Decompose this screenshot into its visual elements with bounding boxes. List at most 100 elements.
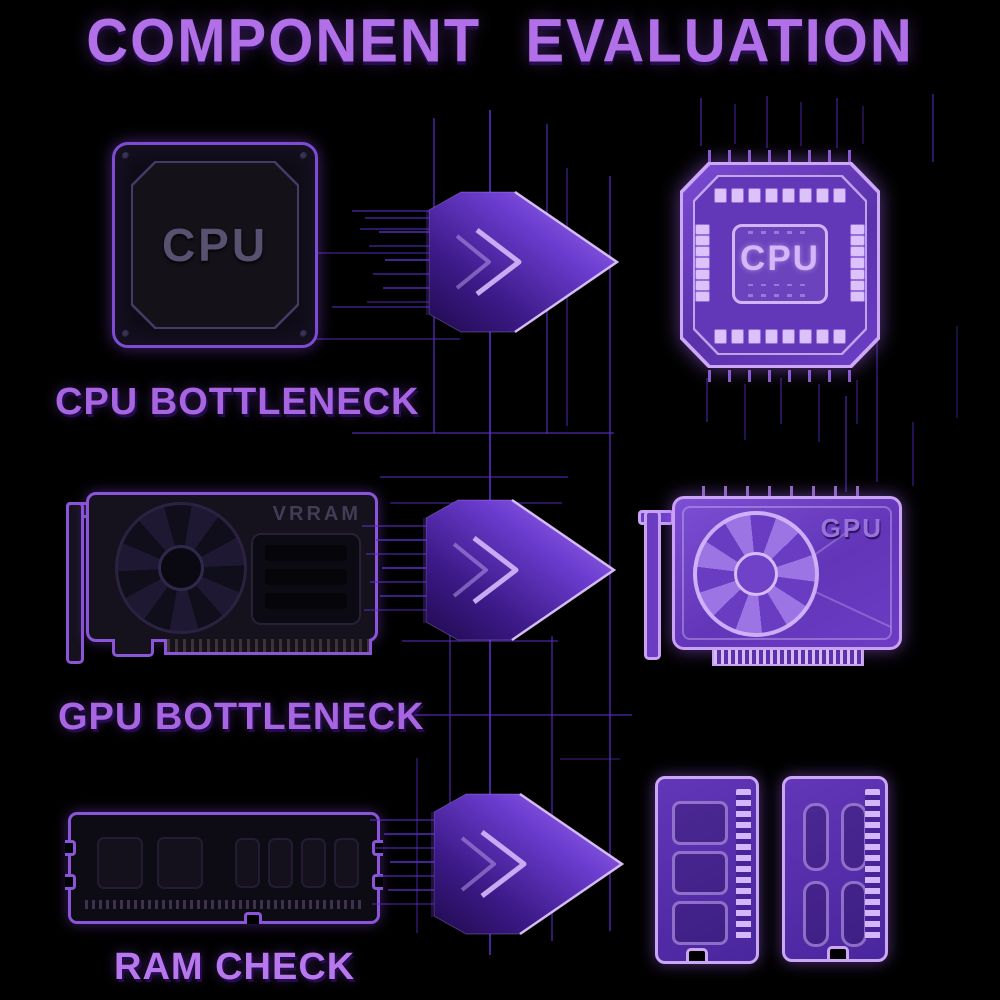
circuit-line bbox=[836, 98, 838, 148]
ram-stick-glowing-icon bbox=[655, 776, 759, 964]
vent-slat bbox=[265, 569, 347, 585]
cpu-pins-bottom bbox=[708, 370, 852, 382]
die-markings bbox=[747, 294, 813, 298]
cpu-pad bbox=[850, 268, 865, 280]
circuit-line bbox=[560, 758, 620, 760]
mounting-tab bbox=[112, 639, 154, 657]
die-markings bbox=[747, 231, 813, 234]
arrow-right-icon bbox=[365, 190, 620, 334]
circuit-line bbox=[845, 396, 847, 492]
gpu-card-glowing-icon: GPU bbox=[638, 486, 908, 682]
cpu-pad bbox=[782, 188, 795, 203]
vent-slat bbox=[265, 593, 347, 609]
memory-chip bbox=[841, 803, 867, 871]
cpu-chip-dark-icon: CPU bbox=[112, 142, 318, 348]
cpu-pad bbox=[695, 257, 710, 269]
cpu-inner-border: CPU bbox=[131, 161, 299, 329]
key-notch bbox=[244, 912, 262, 924]
gpu-card-body: GPU bbox=[672, 496, 902, 650]
cpu-pad bbox=[731, 188, 744, 203]
cpu-pad bbox=[748, 329, 761, 344]
vrram-label: VRRAM bbox=[272, 503, 361, 525]
gpu-row-label: GPU BOTTLENECK bbox=[58, 696, 425, 738]
die-markings bbox=[747, 283, 813, 287]
screw-icon bbox=[300, 330, 308, 338]
cpu-pad bbox=[850, 290, 865, 302]
ram-stick-dark-icon bbox=[65, 812, 383, 934]
fan-hub bbox=[734, 552, 778, 596]
circuit-line bbox=[609, 176, 611, 931]
circuit-line bbox=[416, 758, 418, 933]
circuit-line bbox=[352, 210, 448, 212]
circuit-line bbox=[332, 306, 460, 308]
circuit-line bbox=[352, 432, 614, 434]
cpu-pad bbox=[799, 188, 812, 203]
ram-row-label: RAM CHECK bbox=[114, 946, 356, 988]
cpu-chip-body: CPU bbox=[680, 162, 880, 368]
fan-icon bbox=[115, 502, 247, 634]
memory-chip bbox=[672, 801, 728, 845]
cpu-pad bbox=[850, 246, 865, 258]
circuit-line bbox=[706, 378, 708, 422]
edge-connector bbox=[85, 900, 363, 909]
cpu-pad bbox=[850, 257, 865, 269]
screw-icon bbox=[122, 152, 130, 160]
memory-chip bbox=[97, 837, 143, 889]
gpu-card-dark-icon: VRRAM bbox=[60, 486, 385, 681]
memory-chip bbox=[672, 901, 728, 945]
circuit-line bbox=[302, 338, 460, 340]
cpu-pad bbox=[695, 246, 710, 258]
cpu-die: CPU bbox=[732, 224, 828, 304]
circuit-line bbox=[932, 94, 934, 162]
pcie-connector bbox=[164, 639, 372, 655]
circuit-line bbox=[780, 378, 782, 424]
side-notch bbox=[65, 874, 76, 890]
cpu-pad bbox=[695, 268, 710, 280]
ram-stick-glowing-icon bbox=[782, 776, 888, 962]
fan-icon bbox=[693, 511, 819, 637]
cpu-row-label: CPU BOTTLENECK bbox=[55, 381, 420, 423]
cpu-pad bbox=[695, 235, 710, 247]
edge-connector bbox=[865, 789, 880, 939]
circuit-line bbox=[402, 640, 558, 642]
circuit-line bbox=[912, 422, 914, 486]
cpu-pad bbox=[833, 329, 846, 344]
cpu-pad bbox=[748, 188, 761, 203]
circuit-line bbox=[380, 476, 568, 478]
cpu-pad bbox=[731, 329, 744, 344]
cpu-pad-col-left bbox=[695, 224, 710, 302]
cpu-pad bbox=[799, 329, 812, 344]
circuit-line bbox=[300, 252, 450, 254]
page-title: COMPONENT EVALUATION bbox=[86, 7, 914, 76]
cpu-die-area: CPU bbox=[133, 163, 297, 327]
cpu-pad bbox=[850, 235, 865, 247]
cpu-pad-col-right bbox=[850, 224, 865, 302]
memory-chip bbox=[157, 837, 203, 889]
cpu-pad bbox=[850, 279, 865, 291]
screw-icon bbox=[300, 152, 308, 160]
memory-chip bbox=[301, 838, 326, 888]
memory-chip bbox=[334, 838, 359, 888]
cpu-pad bbox=[816, 188, 829, 203]
circuit-line bbox=[551, 636, 553, 941]
cpu-chip-glowing-icon: CPU bbox=[680, 150, 880, 382]
cpu-inner-fill bbox=[695, 177, 865, 353]
gpu-glowing-label: GPU bbox=[820, 513, 883, 543]
cpu-pad bbox=[695, 224, 710, 236]
gpu-inner-outline bbox=[682, 506, 892, 640]
cpu-pad bbox=[765, 329, 778, 344]
circuit-line bbox=[956, 326, 958, 418]
ram-body bbox=[68, 812, 380, 924]
fan-hub bbox=[158, 545, 204, 591]
circuit-line bbox=[360, 228, 478, 230]
memory-chip bbox=[803, 881, 829, 947]
gpu-card-body: VRRAM bbox=[86, 492, 378, 642]
circuit-line bbox=[766, 96, 768, 148]
key-notch bbox=[686, 948, 708, 961]
circuit-line bbox=[734, 104, 736, 144]
circuit-line bbox=[818, 384, 820, 442]
cpu-pad-row-bottom bbox=[714, 329, 846, 344]
side-notch bbox=[65, 840, 76, 856]
memory-chip bbox=[672, 851, 728, 895]
